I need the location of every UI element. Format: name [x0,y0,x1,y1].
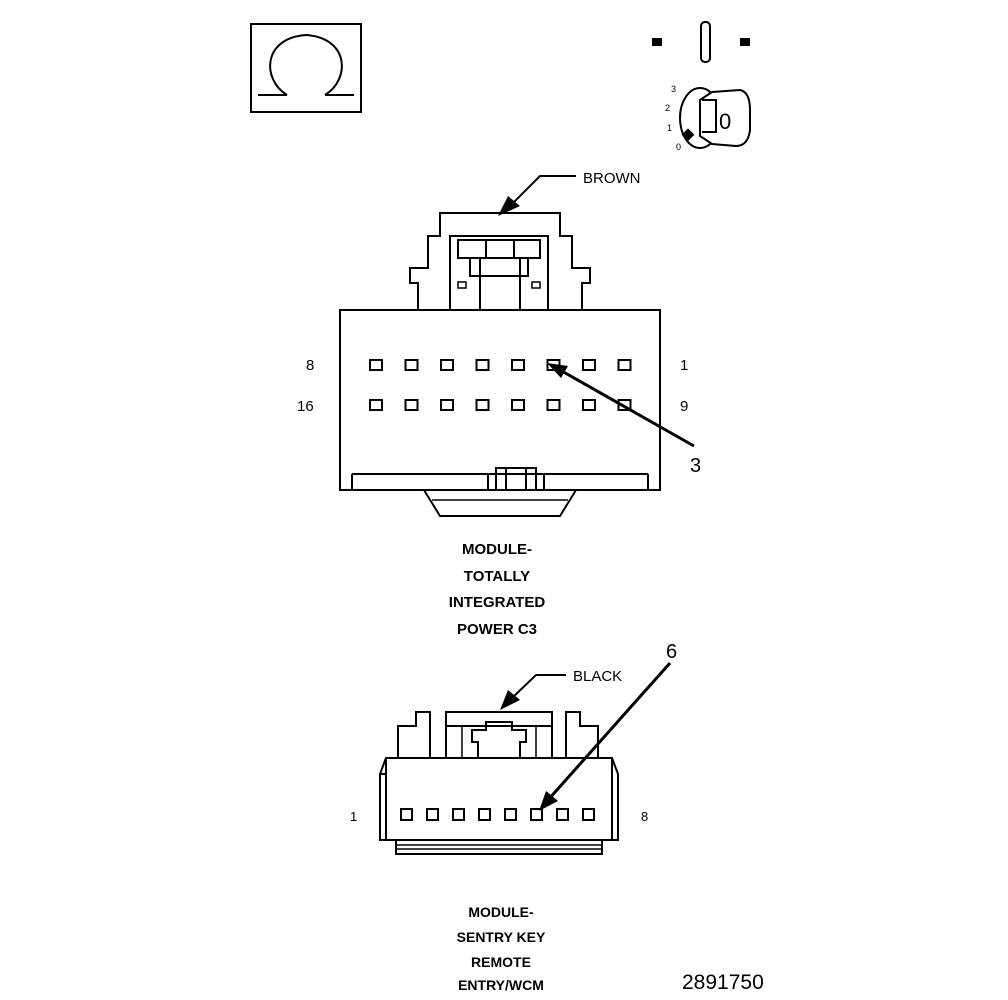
c3-color-label: BROWN [583,170,641,187]
wcm-pin-cavities [400,808,595,821]
c3-pin-cavity [511,359,525,371]
wcm-color-label: BLACK [573,668,622,685]
wcm-pin-cavity [452,808,465,821]
wcm-pin-cavity [504,808,517,821]
c3-pin-cavity [546,399,561,411]
c3-pin-cavity [404,399,419,411]
c3-pin-cavities [369,359,632,411]
c3-pin-label-8: 8 [306,357,314,374]
c3-pin-cavity [440,359,454,371]
wcm-pin-label-8: 8 [641,809,648,824]
wcm-caption-line-4: ENTRY/WCM [458,977,544,993]
wcm-pin-cavity [478,808,491,821]
wcm-pin-cavity [426,808,439,821]
wcm-pin-cavity [582,808,595,821]
c3-caption-line-1: MODULE- [462,541,532,558]
wcm-pin-cavity [400,808,413,821]
c3-pin-label-9: 9 [680,398,688,415]
wcm-caption-line-3: REMOTE [471,954,531,970]
c3-pin-cavity [582,399,596,411]
c3-caption-line-2: TOTALLY [464,568,530,585]
ignition-position-1: 1 [667,123,672,133]
wcm-callout-leader [546,662,672,801]
c3-caption-line-4: POWER C3 [457,621,537,638]
c3-pin-cavity [617,399,632,411]
ignition-position-2: 2 [665,103,670,113]
c3-pin-label-1: 1 [680,357,688,374]
c3-pin-cavity [440,399,454,411]
c3-pin-cavity [475,399,490,411]
c3-pin-label-16: 16 [297,398,314,415]
c3-pin-cavity [404,359,419,371]
connector-c3: BROWN 8 1 16 9 3 MODULE- [297,170,701,638]
c3-pin-cavity [511,399,525,411]
wcm-pin-cavity [556,808,569,821]
c3-callout-number: 3 [690,455,701,477]
wcm-callout-number: 6 [666,641,677,663]
ignition-key-icon: 3 2 1 0 0 [652,21,751,152]
connector-wcm: BLACK 1 8 6 MODULE- SENTRY KEY REMOTE EN… [350,641,677,993]
c3-pin-cavity [369,399,383,411]
c3-callout-leader [559,368,695,448]
ignition-position-3: 3 [671,84,676,94]
c3-pin-cavity [369,359,383,371]
key-glyph: 0 [719,109,731,134]
wcm-caption-line-2: SENTRY KEY [457,929,546,945]
wcm-pin-cavity [530,808,543,821]
wcm-pin-label-1: 1 [350,809,357,824]
wcm-caption-line-1: MODULE- [468,904,534,920]
figure-number: 2891750 [682,971,764,994]
c3-caption-line-3: INTEGRATED [449,594,546,611]
c3-pin-cavity [617,359,632,371]
omega-icon [250,23,362,113]
c3-pin-cavity [582,359,596,371]
ignition-position-0: 0 [676,142,681,152]
c3-pin-cavity [475,359,490,371]
